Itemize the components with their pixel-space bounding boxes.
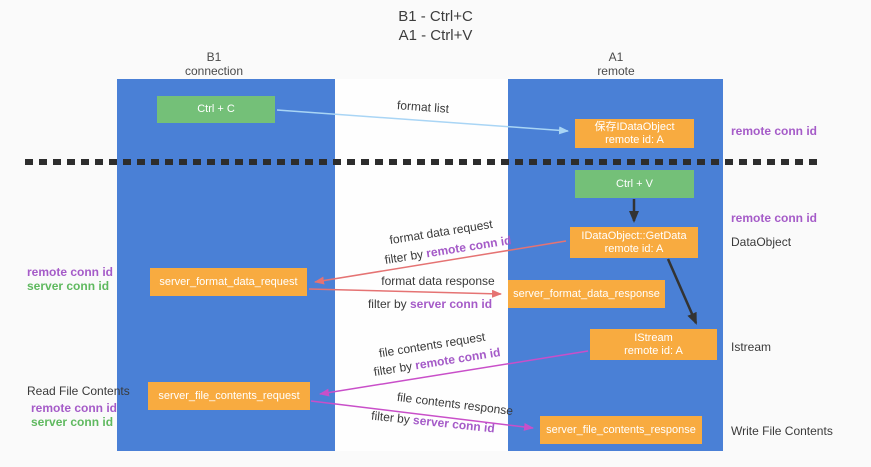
lane-b1-name: B1 — [206, 50, 222, 64]
getdata-box: IDataObject::GetData remote id: A — [570, 227, 698, 258]
server-format-data-request-box: server_format_data_request — [150, 268, 307, 296]
lane-a1-name: A1 — [608, 50, 624, 64]
format-data-response-filter-label: filter by server conn id — [368, 297, 492, 311]
server-format-data-request-label: server_format_data_request — [159, 275, 298, 288]
istream-side-label: Istream — [731, 340, 772, 354]
lane-a1-role: remote — [597, 64, 635, 78]
server-file-contents-request-label: server_file_contents_request — [158, 389, 300, 402]
left-server-conn-id-label-2: server conn id — [31, 415, 114, 429]
title-line-1: B1 - Ctrl+C — [398, 8, 473, 25]
istream-line1: IStream — [634, 331, 673, 344]
dataobject-label: DataObject — [731, 235, 792, 249]
istream-box: IStream remote id: A — [590, 329, 717, 360]
ctrl-v-label: Ctrl + V — [616, 177, 653, 190]
getdata-line1: IDataObject::GetData — [581, 229, 687, 242]
server-conn-id-text: server conn id — [409, 297, 493, 311]
ctrl-v-box: Ctrl + V — [575, 170, 694, 198]
getdata-line2: remote id: A — [604, 242, 664, 255]
save-dataobject-box: 保存IDataObject remote id: A — [575, 119, 694, 148]
filter-by-text: filter by — [367, 297, 410, 311]
lane-header-a1: A1 remote — [516, 50, 716, 78]
format-data-response-label: format data response — [381, 274, 495, 288]
right-remote-conn-id-label-1: remote conn id — [731, 124, 818, 138]
server-format-data-response-box: server_format_data_response — [508, 280, 665, 308]
save-dataobject-line2: remote id: A — [605, 133, 664, 146]
copy-paste-separator-line — [25, 159, 820, 165]
ctrl-c-label: Ctrl + C — [197, 103, 235, 115]
left-server-conn-id-label-1: server conn id — [27, 279, 110, 293]
read-file-contents-label: Read File Contents — [27, 384, 130, 398]
server-format-data-response-label: server_format_data_response — [513, 287, 660, 300]
server-file-contents-response-box: server_file_contents_response — [540, 416, 702, 444]
server-file-contents-response-label: server_file_contents_response — [546, 423, 696, 436]
right-remote-conn-id-label-2: remote conn id — [731, 211, 818, 225]
istream-line2: remote id: A — [624, 344, 683, 357]
left-remote-conn-id-label-2: remote conn id — [31, 401, 118, 415]
save-dataobject-line1: 保存IDataObject — [594, 120, 675, 133]
diagram-title: B1 - Ctrl+C A1 - Ctrl+V — [0, 7, 871, 45]
title-line-2: A1 - Ctrl+V — [398, 27, 473, 44]
server-file-contents-request-box: server_file_contents_request — [148, 382, 310, 410]
ctrl-c-box: Ctrl + C — [157, 96, 275, 123]
lane-b1-role: connection — [184, 64, 244, 78]
write-file-contents-label: Write File Contents — [731, 424, 833, 438]
lane-header-b1: B1 connection — [114, 50, 314, 78]
left-remote-conn-id-label-1: remote conn id — [27, 265, 114, 279]
